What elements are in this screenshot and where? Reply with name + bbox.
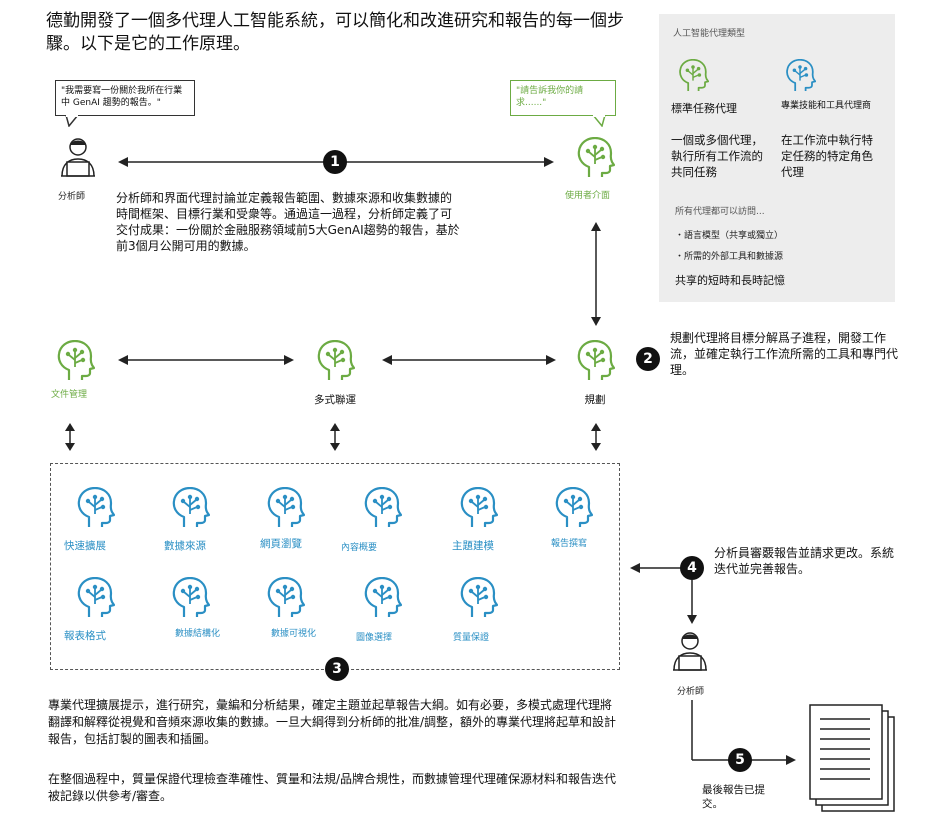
analyst-speech-bubble: "我需要寫一份關於我所在行業中 GenAI 趨勢的報告。" (55, 80, 195, 116)
step4-description: 分析員審覈報告並請求更改。系統迭代並完善報告。 (714, 546, 895, 576)
multimodal-planning-arrow (382, 355, 556, 365)
specialist-agent-icon (555, 487, 593, 527)
doc-management-label: 文件管理 (50, 390, 87, 400)
specialist-agent-icon (172, 487, 210, 527)
specialist-agent-icon (267, 487, 305, 527)
specialist-label: 數據來源 (164, 540, 206, 552)
specialist-label: 報表格式 (64, 630, 106, 642)
access-item: ・所需的外部工具和數據源 (675, 252, 784, 262)
specialist-label: 快速擴展 (64, 540, 106, 552)
specialist-agent-icon (172, 577, 210, 617)
standard-agent-icon (679, 59, 709, 91)
specialist-agent-icon (786, 59, 816, 91)
specialist-agent-icon (460, 487, 498, 527)
interface-speech-bubble: "請告訴我你的請求......" (510, 80, 616, 116)
specialist-agents-box (50, 463, 620, 670)
doc-multimodal-arrow (118, 355, 294, 365)
specialist-label: 網頁瀏覽 (260, 538, 302, 550)
interface-label: 使用者介面 (565, 191, 611, 201)
specialist-agent-icon (267, 577, 305, 617)
step1-description: 分析師和界面代理討論並定義報告範圍、數據來源和收集數據的時間框架、目標行業和受衆… (116, 191, 460, 253)
multimodal-label: 多式聯運 (314, 394, 356, 406)
panel-heading: 人工智能代理類型 (673, 29, 746, 39)
analyst-label: 分析師 (677, 687, 705, 697)
report-document-icon (809, 704, 895, 812)
specialist-agent-icon (77, 487, 115, 527)
doc-management-agent-icon (57, 340, 95, 380)
multimodal-agent-icon (317, 340, 355, 380)
step2-description: 規劃代理將目標分解爲子進程，開發工作流，並確定執行工作流所需的工具和專門代理。 (670, 331, 899, 377)
step5-description: 最後報告已提交。 (702, 784, 765, 810)
interface-planning-arrow (591, 222, 601, 326)
analyst-label: 分析師 (58, 192, 86, 202)
planning-label: 規劃 (584, 394, 606, 406)
specialist-label: 數據結構化 (174, 629, 220, 639)
specialist-label: 報告撰寫 (551, 539, 588, 549)
analyst-avatar-icon (672, 632, 708, 671)
shared-memory: 共享的短時和長時記憶 (675, 274, 785, 287)
step3-qa-description: 在整個過程中，質量保證代理檢查準確性、質量和法規/品牌合規性，而數據管理代理確保… (48, 772, 617, 803)
page-title: 德勤開發了一個多代理人工智能系統，可以簡化和改進研究和報告的每一個步驟。以下是它… (46, 11, 624, 54)
standard-agent-label: 標準任務代理 (671, 102, 737, 115)
standard-agent-desc: 一個或多個代理，執行所有工作流的共同任務 (671, 133, 763, 179)
specialist-label: 圖像選擇 (356, 633, 393, 643)
step-5-badge: 5 (728, 748, 752, 772)
step-3-badge: 3 (325, 657, 349, 681)
step-1-badge: 1 (323, 150, 347, 174)
step-2-badge: 2 (636, 347, 660, 371)
agent-types-panel: 人工智能代理類型 標準任務代理 專業技能和工具代理商 一個或多個代理，執行所有工… (659, 14, 895, 302)
specialist-agent-desc: 在工作流中執行特定任務的特定角色代理 (781, 133, 873, 179)
step4-arrow (630, 563, 686, 573)
specialist-agent-icon (364, 487, 402, 527)
access-item: ・語言模型（共享或獨立） (675, 231, 784, 241)
specialist-label: 質量保證 (453, 633, 490, 643)
specialist-label: 數據可視化 (270, 629, 316, 639)
specialist-agent-icon (460, 577, 498, 617)
analyst-avatar-icon (60, 138, 96, 177)
specialist-agent-icon (364, 577, 402, 617)
interface-agent-icon (577, 137, 615, 177)
access-heading: 所有代理都可以訪問... (675, 207, 765, 217)
specialist-label: 內容概要 (341, 543, 378, 553)
step-4-badge: 4 (680, 556, 704, 580)
step3-description: 專業代理擴展提示，進行研究，彙編和分析結果，確定主題並起草報告大綱。如有必要，多… (48, 698, 617, 746)
specialist-agent-label: 專業技能和工具代理商 (781, 101, 872, 111)
specialist-agent-icon (77, 577, 115, 617)
specialist-label: 主題建模 (452, 540, 494, 552)
planning-agent-icon (577, 340, 615, 380)
